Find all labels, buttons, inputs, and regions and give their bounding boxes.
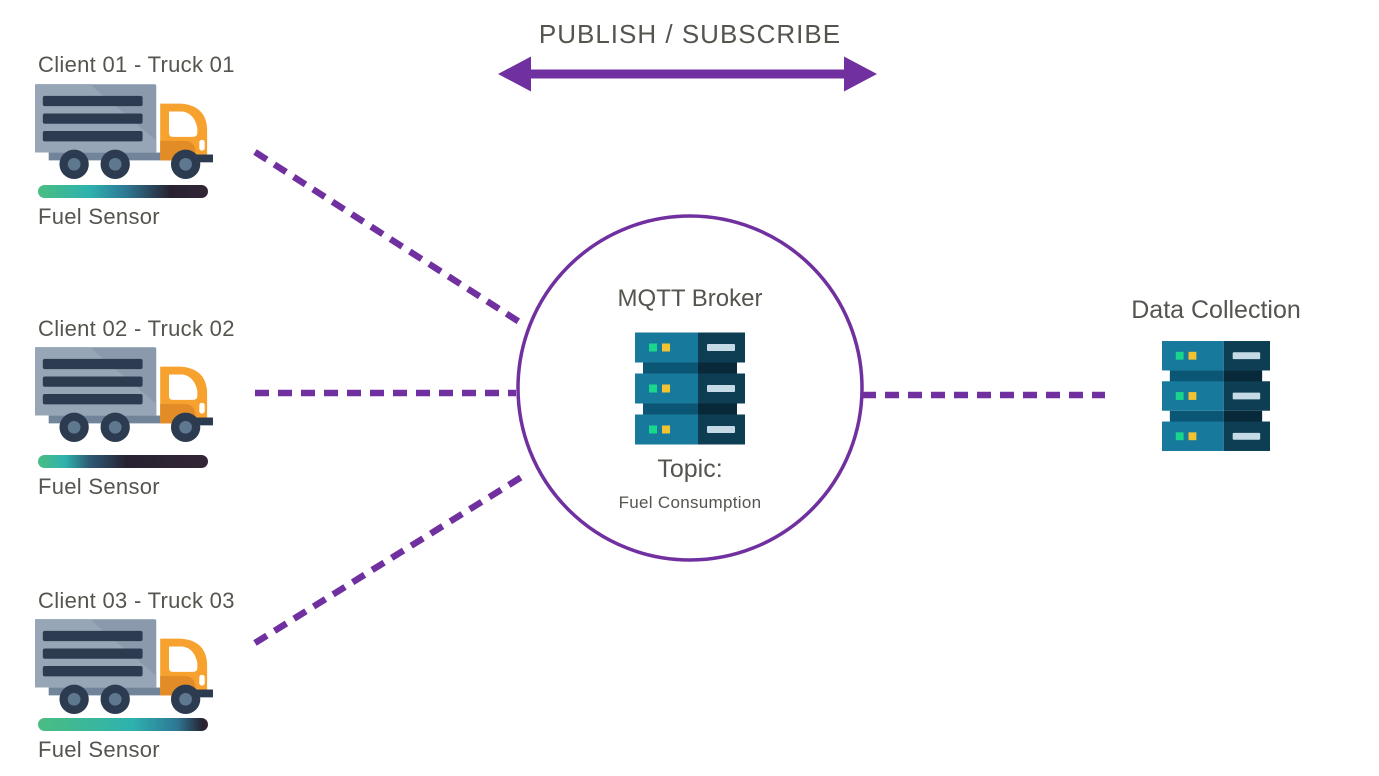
diagram-title: PUBLISH / SUBSCRIBE	[538, 19, 842, 49]
client2-sensor-label: Fuel Sensor	[38, 474, 160, 499]
truck-icon	[35, 619, 213, 717]
bidirectional-arrow-icon	[498, 56, 877, 92]
server-rack-icon	[1162, 341, 1270, 451]
truck-icon	[35, 347, 213, 445]
fuel-gauge-bar	[38, 185, 208, 198]
broker-topic-value: Fuel Consumption	[618, 493, 762, 512]
client2-label: Client 02 - Truck 02	[38, 316, 235, 341]
broker-topic-label: Topic:	[657, 455, 723, 483]
broker-title: MQTT Broker	[617, 285, 763, 312]
fuel-gauge-bar	[38, 718, 208, 731]
fuel-gauge-bar	[38, 455, 208, 468]
dashed-link-lines	[253, 149, 1105, 646]
collector-label: Data Collection	[1131, 296, 1301, 324]
truck-icon	[35, 84, 213, 182]
client3-sensor-label: Fuel Sensor	[38, 737, 160, 762]
client1-label: Client 01 - Truck 01	[38, 52, 235, 77]
link-client3-broker	[253, 470, 530, 646]
link-client1-broker	[253, 149, 523, 326]
client3-label: Client 03 - Truck 03	[38, 588, 235, 613]
server-rack-icon	[635, 332, 745, 445]
client1-sensor-label: Fuel Sensor	[38, 204, 160, 229]
